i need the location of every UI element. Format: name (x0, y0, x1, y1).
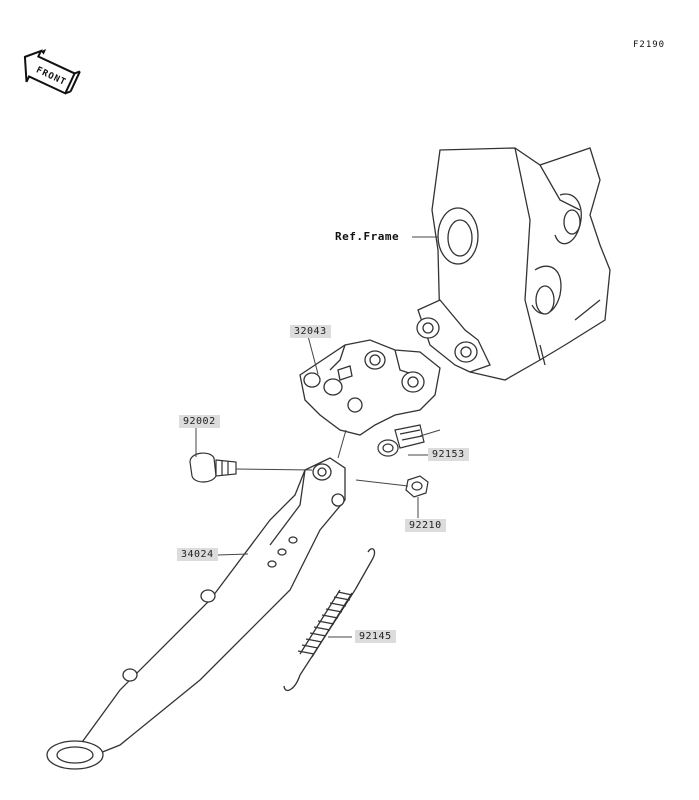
figure-code: F2190 (633, 40, 666, 50)
side-stand-34024 (46, 457, 346, 770)
ref-frame-label: Ref.Frame (335, 230, 400, 243)
nut-92210 (405, 475, 429, 498)
bolt-92002 (189, 452, 237, 483)
spring-92145 (283, 548, 376, 692)
front-direction-icon: FRONT (23, 49, 81, 95)
part-callout-92002[interactable]: 92002 (179, 415, 220, 428)
part-callout-32043[interactable]: 32043 (290, 325, 331, 338)
part-callout-92210[interactable]: 92210 (405, 519, 446, 532)
leader-lines (195, 236, 441, 638)
frame-outline (416, 147, 611, 381)
bracket-32043 (299, 339, 441, 436)
part-callout-34024[interactable]: 34024 (177, 548, 218, 561)
part-callout-92145[interactable]: 92145 (355, 630, 396, 643)
bolt-92153 (377, 424, 425, 457)
part-callout-92153[interactable]: 92153 (428, 448, 469, 461)
